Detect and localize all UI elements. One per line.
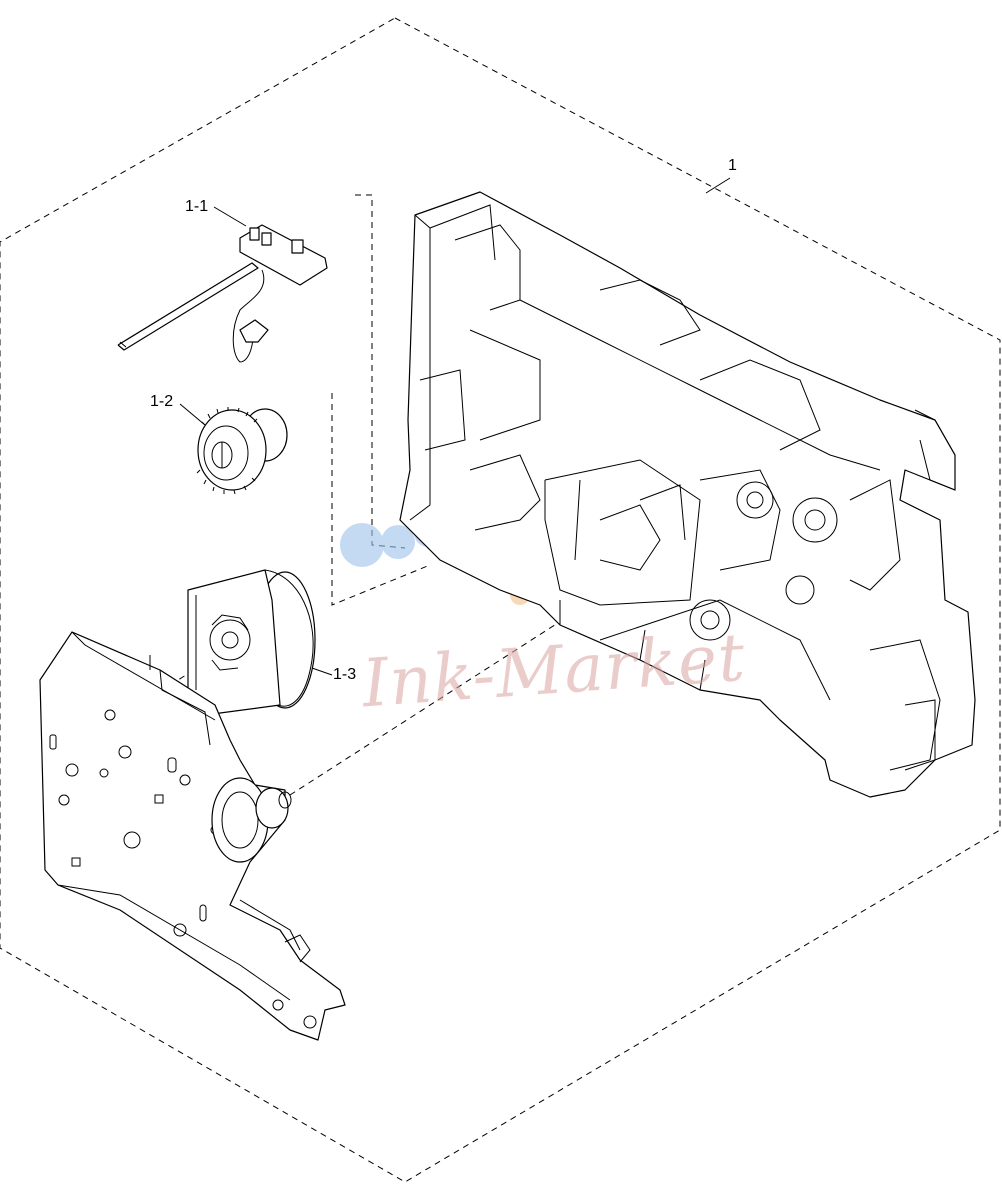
motor-part [187, 569, 316, 716]
assembly-boundary [0, 17, 1001, 1183]
gear-part [196, 407, 288, 495]
callout-label-1-2: 1-2 [150, 393, 174, 410]
sensor-pcb-part [117, 224, 328, 363]
leader-lines [179, 177, 731, 676]
callout-label-1: 1 [728, 157, 737, 174]
main-frame-assembly [399, 191, 976, 798]
callout-label-1-1: 1-1 [185, 198, 209, 215]
side-frame-plate [39, 631, 346, 1041]
callout-label-1-3: 1-3 [333, 666, 357, 683]
